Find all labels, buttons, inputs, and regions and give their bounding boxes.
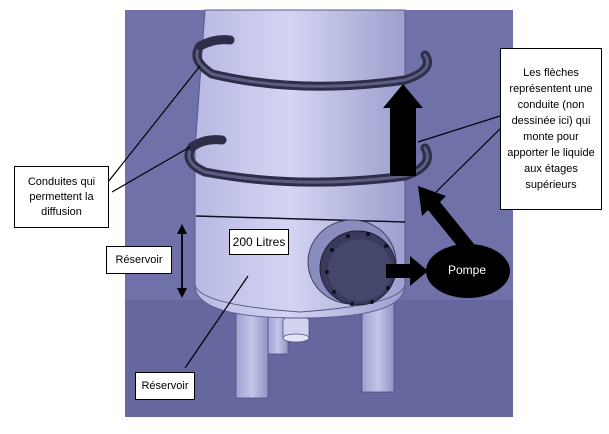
drain-cap: [282, 333, 310, 343]
arrow-right-to-pump: [386, 256, 428, 286]
callout-conduites-text: Conduites qui permettent la diffusion: [27, 175, 96, 218]
callout-reservoir-bottom-text: Réservoir: [141, 379, 189, 392]
arrow-up-conduit: [383, 84, 423, 176]
callout-conduites: Conduites qui permettent la diffusion: [14, 166, 109, 228]
diffusion-ring-upper: [192, 35, 432, 91]
leg-left-back: [235, 301, 269, 399]
callout-fleches-note: Les flèches représentent une conduite (n…: [500, 48, 602, 210]
callout-reservoir-bottom: Réservoir: [135, 372, 195, 400]
reservoir-height-arrow: [177, 224, 187, 298]
arrow-diagonal-conduit: [418, 186, 474, 252]
leader-reservoir-bottom: [184, 275, 249, 369]
tank-seam-line: [195, 215, 406, 223]
leader-fleches-upper: [417, 115, 501, 143]
leader-conduites-lower: [111, 146, 191, 193]
tank-legs: [235, 299, 395, 399]
leg-right: [361, 299, 395, 393]
callout-fleches-note-text: Les flèches représentent une conduite (n…: [507, 67, 595, 191]
callout-reservoir-left: Réservoir: [106, 246, 172, 274]
leader-lines: [107, 65, 504, 369]
callout-reservoir-left-text: Réservoir: [115, 253, 163, 266]
pump-label: Pompe: [448, 263, 487, 277]
pump-shape: [426, 244, 510, 298]
callout-volume: 200 Litres: [229, 229, 289, 255]
callout-volume-text: 200 Litres: [232, 234, 286, 249]
diffusion-ring-lower: [184, 135, 432, 187]
tank-flange: [307, 219, 397, 306]
leader-conduites-upper: [107, 65, 201, 183]
tank-bottom-curve: [194, 284, 406, 313]
flange-plate-inner: [328, 239, 392, 301]
leader-fleches-lower: [431, 125, 504, 197]
